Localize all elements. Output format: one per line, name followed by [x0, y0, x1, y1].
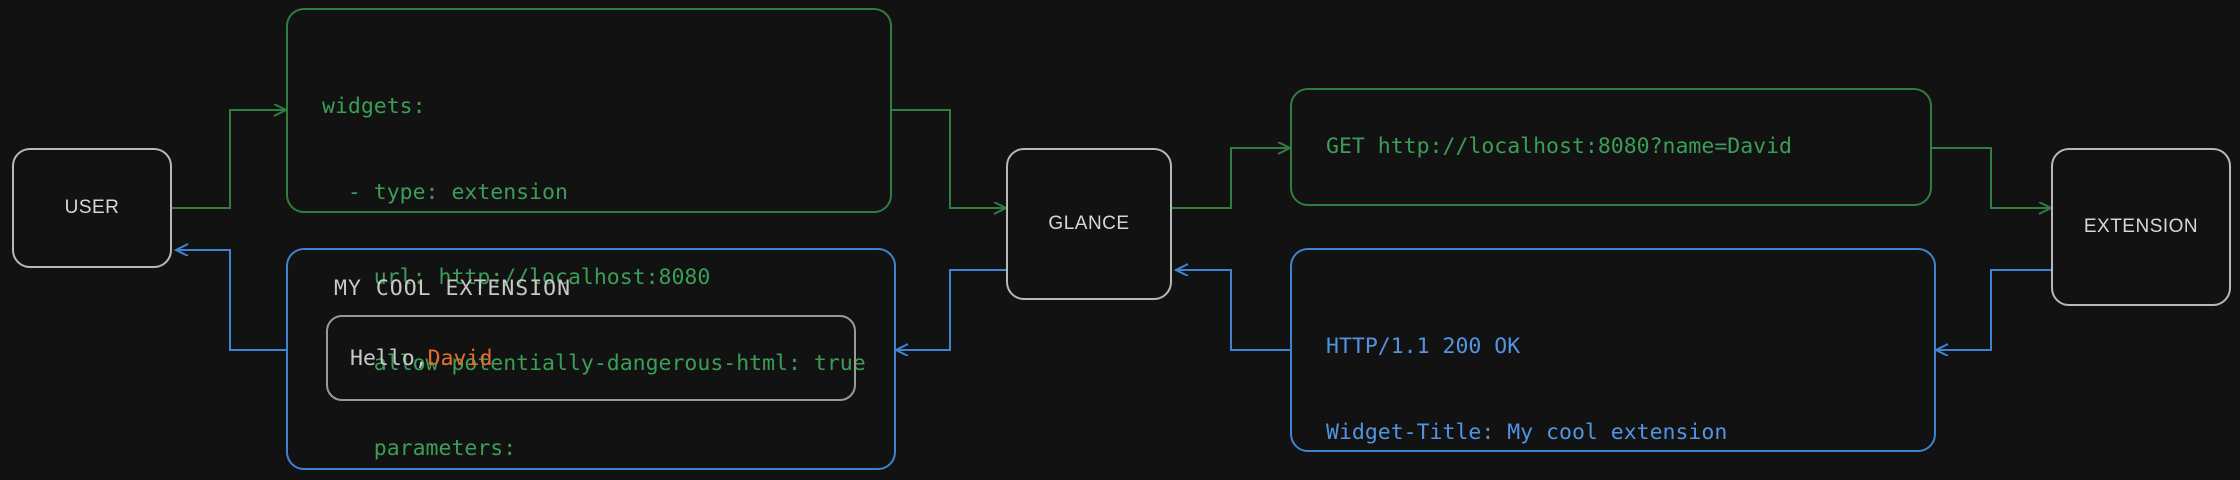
widget-content: Hello, David [326, 315, 856, 401]
widget-greeting-text: Hello, [350, 345, 428, 371]
config-line: url: http://localhost:8080 [322, 265, 711, 290]
edge-extension-to-response [1936, 269, 2051, 350]
widget-box: MY COOL EXTENSION Hello, David [286, 248, 896, 470]
widget-title: MY COOL EXTENSION [334, 276, 572, 301]
edge-widget-to-user [176, 250, 286, 351]
node-glance[interactable]: GLANCE [1006, 148, 1172, 300]
node-extension[interactable]: EXTENSION [2051, 148, 2231, 306]
edge-request-to-extension [1932, 147, 2051, 208]
response-line: Widget-Title: My cool extension [1326, 419, 1728, 445]
node-user-label: USER [64, 197, 120, 218]
edge-user-to-config [172, 110, 286, 209]
edge-config-to-glance [892, 109, 1006, 208]
config-line: allow-potentially-dangerous-html: true [322, 350, 866, 376]
config-line: - type: extension [322, 179, 568, 205]
response-line: HTTP/1.1 200 OK [1326, 334, 1521, 359]
edge-glance-to-widget [896, 269, 1006, 350]
node-user[interactable]: USER [12, 148, 172, 268]
request-line: GET http://localhost:8080?name=David [1326, 133, 1792, 159]
request-box: GET http://localhost:8080?name=David [1290, 88, 1932, 206]
config-box: widgets: - type: extension url: http://l… [286, 8, 892, 461]
node-glance-label: GLANCE [1048, 213, 1130, 234]
config-line: parameters: [322, 436, 517, 461]
node-extension-label: EXTENSION [2083, 216, 2199, 237]
edge-glance-to-request [1172, 148, 1290, 209]
response-box: HTTP/1.1 200 OK Widget-Title: My cool ex… [1290, 248, 1936, 452]
config-line: widgets: [322, 94, 426, 119]
widget-user-name: David [427, 345, 493, 371]
edge-response-to-glance [1176, 270, 1290, 351]
